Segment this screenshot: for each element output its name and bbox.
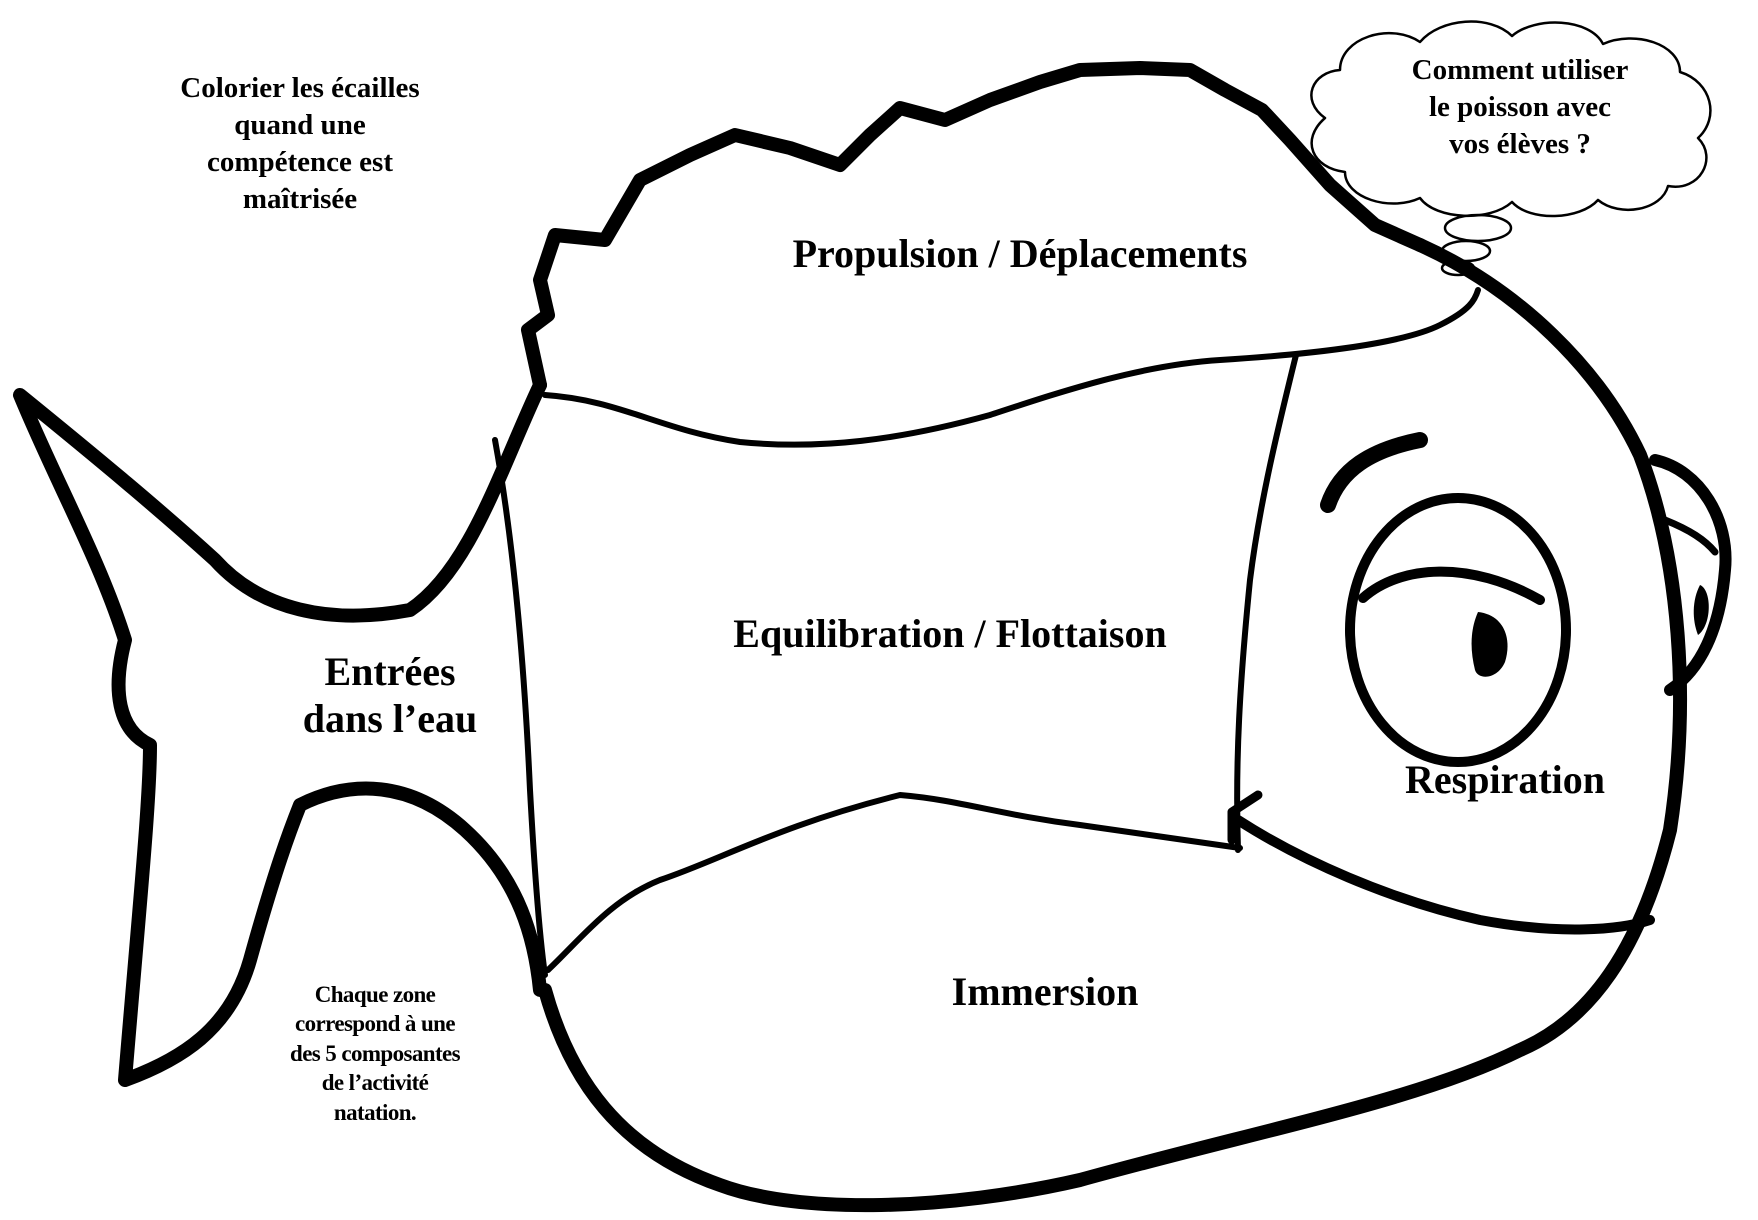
fish-body-outline xyxy=(545,245,1680,1205)
zones-note-text: Chaque zone correspond à une des 5 compo… xyxy=(245,980,505,1127)
thought-bubble-text: Comment utiliser le poisson avec vos élè… xyxy=(1345,52,1695,163)
zone-label-immersion: Immersion xyxy=(880,968,1210,1015)
thought-bubble-puff-medium xyxy=(1442,241,1490,261)
zone-label-propulsion: Propulsion / Déplacements xyxy=(720,230,1320,277)
gill-line xyxy=(1238,820,1650,929)
divider-head-vertical xyxy=(1237,355,1296,850)
mouth-corner xyxy=(1694,585,1709,635)
eyebrow xyxy=(1328,440,1420,505)
dorsal-fin-outline xyxy=(528,68,1420,385)
instruction-text: Colorier les écailles quand une compéten… xyxy=(120,70,480,218)
pupil xyxy=(1472,612,1508,677)
divider-equilibration-immersion xyxy=(548,795,1240,970)
divider-propulsion-equilibration xyxy=(545,290,1478,445)
zone-label-equilibration: Equilibration / Flottaison xyxy=(620,610,1280,657)
eye-outline xyxy=(1350,498,1566,762)
eyelid-line xyxy=(1363,572,1540,600)
thought-bubble-puff-large xyxy=(1445,215,1511,241)
zone-label-respiration: Respiration xyxy=(1340,756,1670,803)
zone-label-entrees: Entrées dans l’eau xyxy=(230,648,550,742)
